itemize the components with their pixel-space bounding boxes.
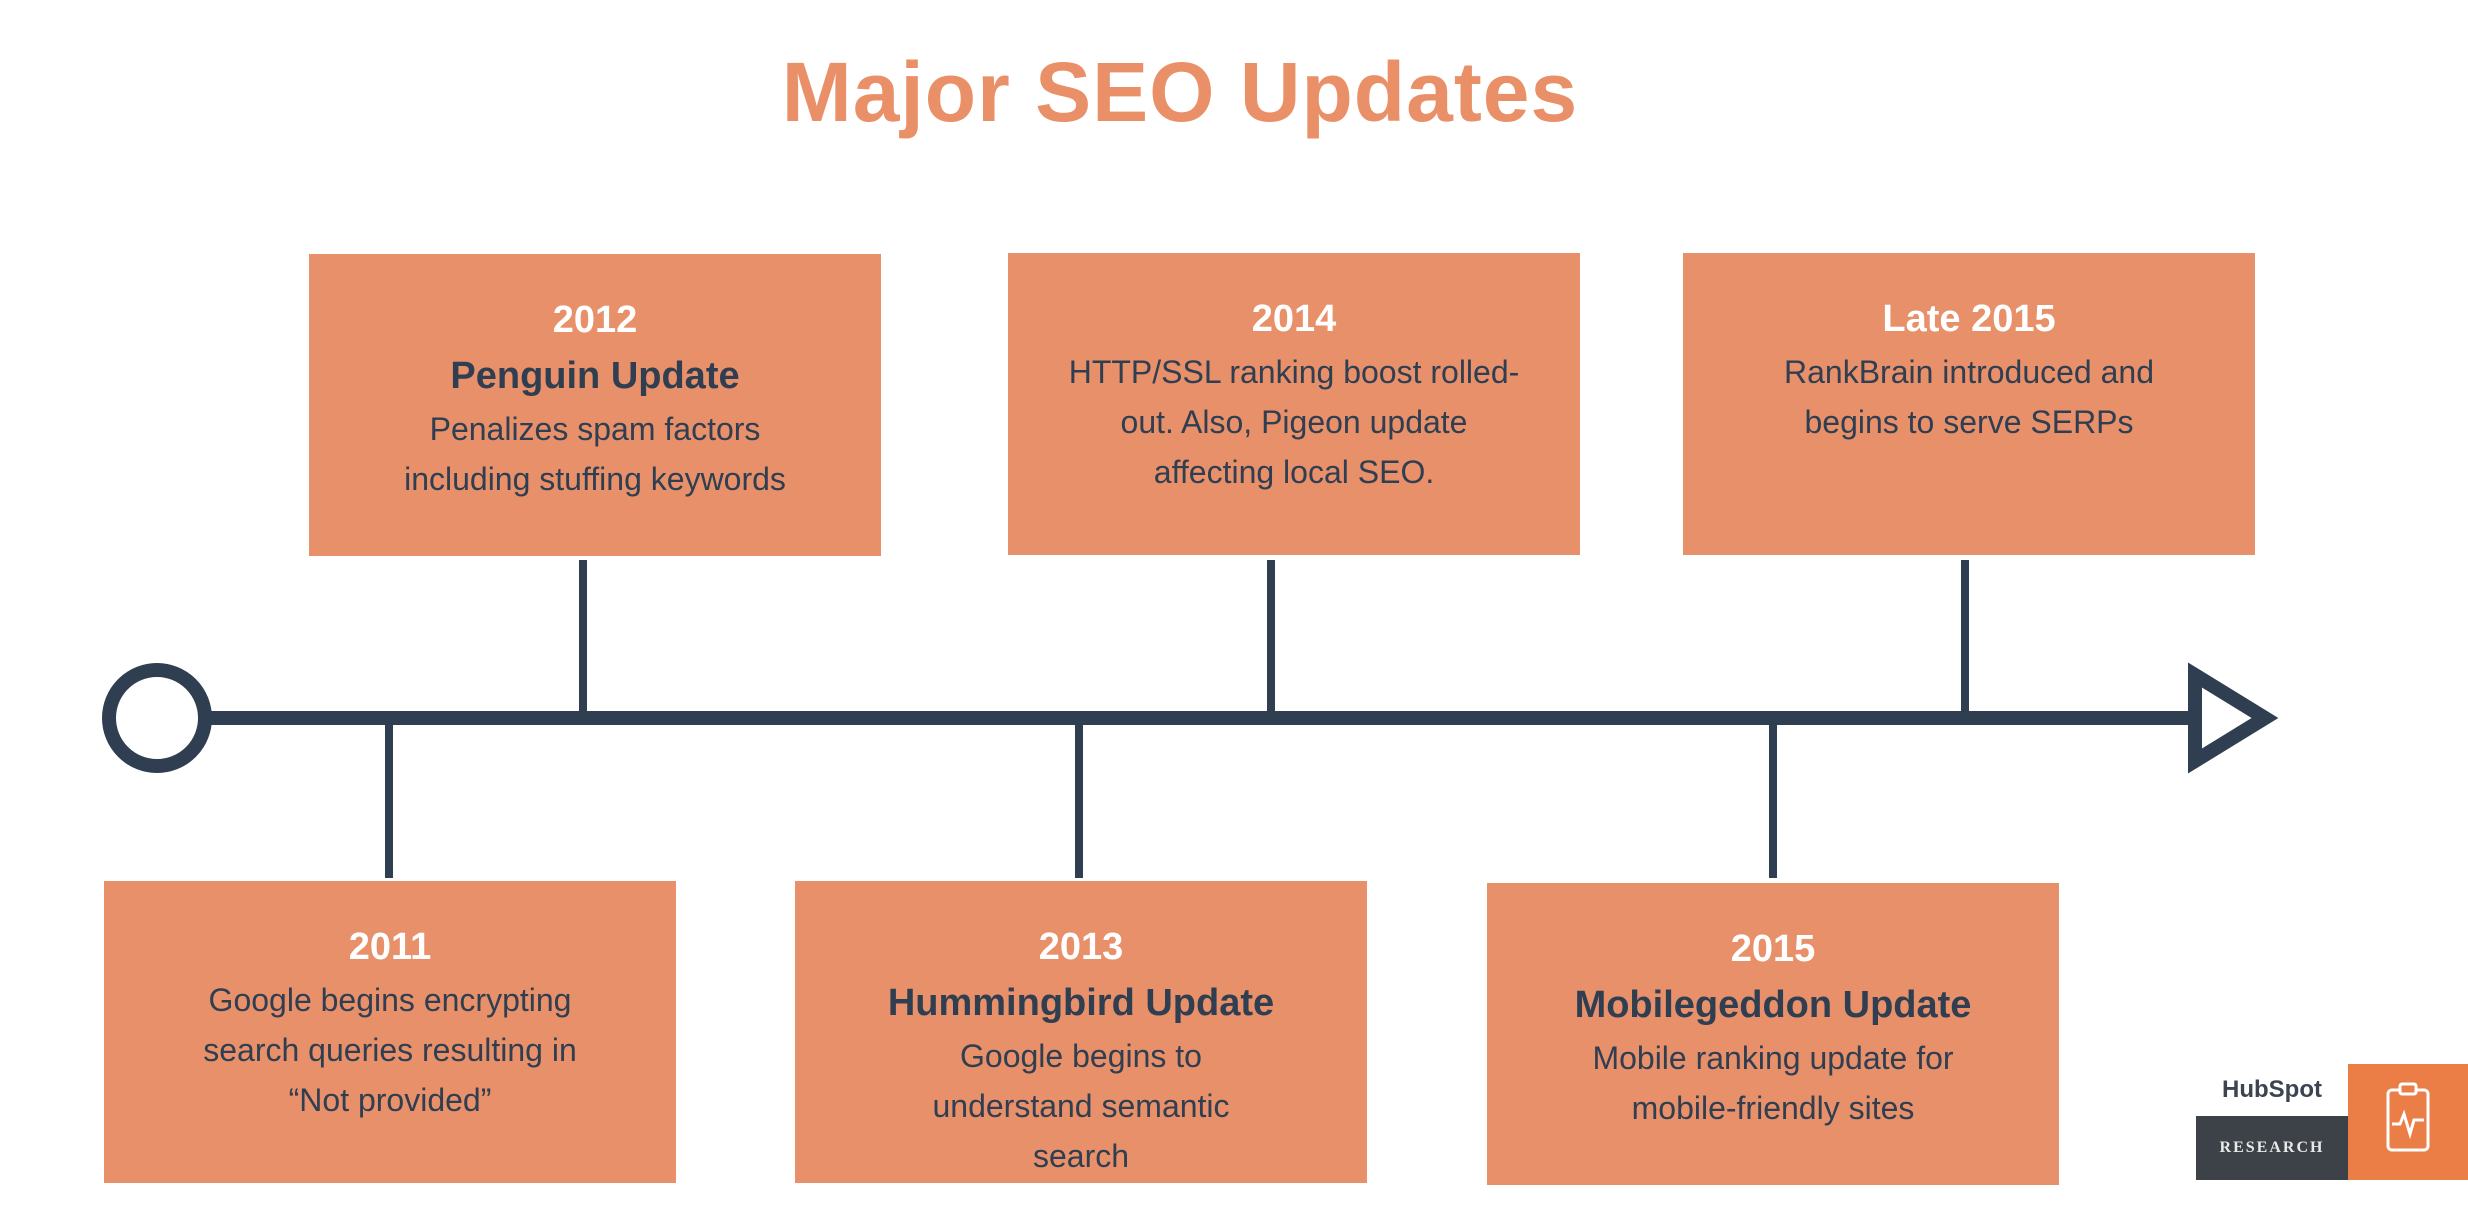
- event-year: 2012: [552, 299, 638, 341]
- event-card-late2015: Late 2015 RankBrain introduced and begin…: [1683, 253, 2255, 555]
- event-year: 2015: [1730, 928, 1816, 970]
- page-title: Major SEO Updates: [781, 45, 1579, 139]
- event-description: Mobile ranking update for mobile-friendl…: [1592, 1040, 1954, 1126]
- event-name: Hummingbird Update: [887, 982, 1275, 1024]
- event-description: HTTP/SSL ranking boost rolled-out. Also,…: [1068, 354, 1520, 490]
- event-card-2014: 2014 HTTP/SSL ranking boost rolled-out. …: [1008, 253, 1580, 555]
- event-card-2012: 2012 Penguin Update Penalizes spam facto…: [309, 254, 881, 556]
- event-year: 2011: [348, 926, 432, 968]
- event-card-2011: 2011 Google begins encrypting search que…: [104, 881, 676, 1183]
- event-name: Penguin Update: [450, 355, 740, 397]
- event-year: Late 2015: [1882, 298, 2056, 340]
- research-label: RESEARCH: [2196, 1116, 2348, 1180]
- event-description: Google begins encrypting search queries …: [203, 982, 577, 1118]
- event-card-2013: 2013 Hummingbird Update Google begins to…: [795, 881, 1367, 1183]
- event-card-2015: 2015 Mobilegeddon Update Mobile ranking …: [1487, 883, 2059, 1185]
- hubspot-research-logo: HubSpot RESEARCH: [2196, 1064, 2468, 1180]
- event-description: RankBrain introduced and begins to serve…: [1783, 354, 2154, 440]
- event-year: 2014: [1251, 298, 1337, 340]
- event-year: 2013: [1038, 926, 1124, 968]
- event-description: Penalizes spam factors including stuffin…: [404, 411, 786, 497]
- event-description: Google begins to understand semantic sea…: [932, 1038, 1230, 1174]
- hubspot-wordmark: HubSpot: [2222, 1076, 2322, 1103]
- event-name: Mobilegeddon Update: [1574, 984, 1972, 1026]
- timeline-arrow-head: [2188, 662, 2279, 774]
- clipboard-pulse-icon: [2348, 1064, 2468, 1180]
- timeline-start-circle: [102, 663, 212, 773]
